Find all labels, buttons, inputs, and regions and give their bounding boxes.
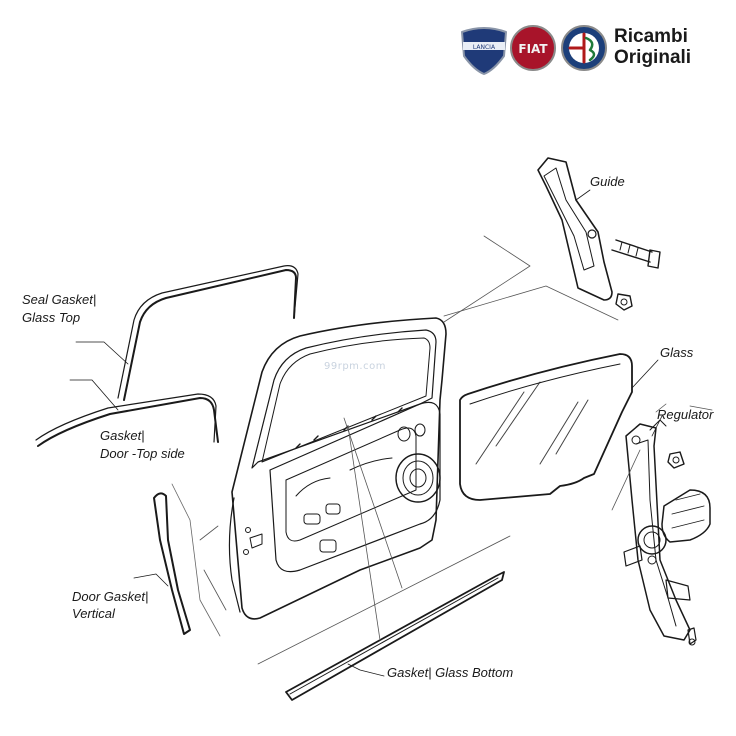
gasket-glass-bottom [285,571,505,701]
gasket-door-top-side [35,393,219,447]
label-seal-gasket-line1: Seal Gasket| [22,292,97,307]
leader-glass [631,359,659,389]
regulator-part [623,419,711,646]
label-gasket-bottom: Gasket| Glass Bottom [387,665,514,680]
leader-door-gasket [133,573,169,587]
label-guide: Guide [590,174,625,189]
brand-line-2: Originali [614,47,692,68]
label-regulator: Regulator [657,407,714,422]
leader-guide [575,189,591,201]
brand-line-1: Ricambi [614,26,688,47]
leader-gasket-top [69,379,119,411]
brand-title: Ricambi Originali [614,26,691,68]
leader-regulator [651,415,663,437]
lancia-logo: LANCIA [461,27,507,75]
alfa-romeo-logo [561,25,607,71]
label-door-gasket-line2: Vertical [72,606,115,621]
door-panel [228,317,447,620]
door-gasket-vertical [153,492,191,635]
perspective-lines [199,235,713,665]
watermark: 99rpm.com [324,361,386,372]
label-gasket-top-line1: Gasket| [100,428,145,443]
label-door-gasket-line1: Door Gasket| [72,589,149,604]
leader-door-gasket-2 [171,483,221,637]
label-glass: Glass [660,345,694,360]
seal-gasket-glass-top [117,265,299,401]
svg-text:LANCIA: LANCIA [473,44,496,51]
label-seal-gasket-line2: Glass Top [22,310,81,325]
guide-part [537,157,661,311]
glass-pane [459,353,633,501]
svg-text:FIAT: FIAT [518,42,548,56]
label-gasket-top-line2: Door -Top side [100,446,185,461]
leader-gasket-bottom [347,663,385,677]
fiat-logo: FIAT [510,25,556,71]
leader-seal-gasket [75,341,129,365]
